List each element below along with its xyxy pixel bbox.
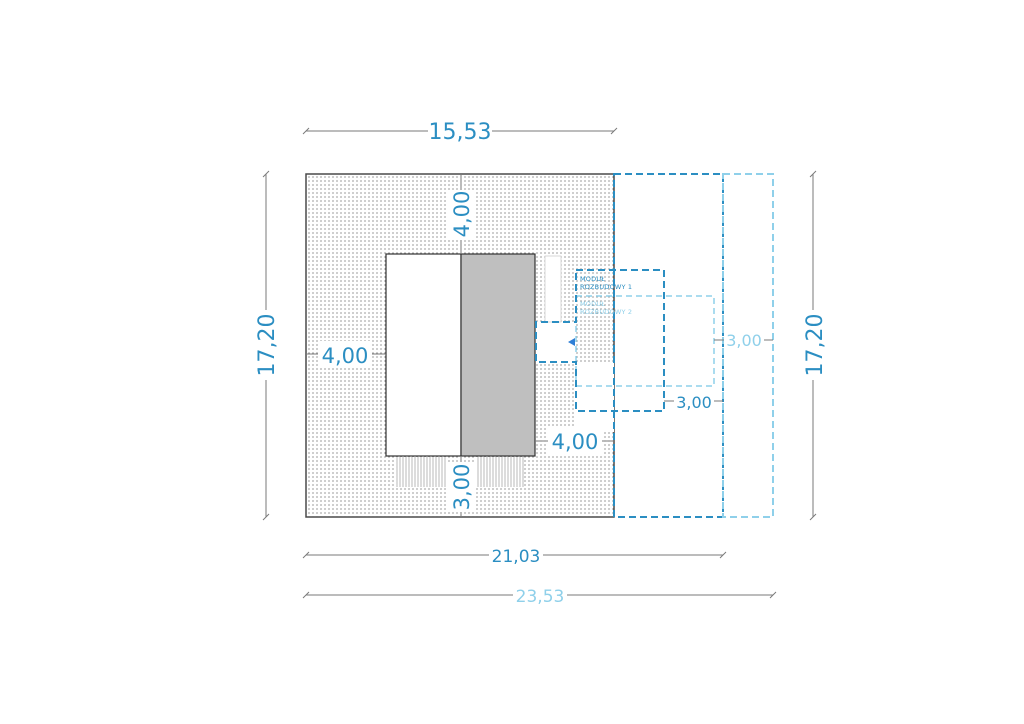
module-2-label-line1: MODUŁ <box>580 300 605 308</box>
cutout-lower <box>576 362 614 432</box>
cutout-upper <box>544 255 562 323</box>
house-white-part <box>385 253 462 457</box>
dim-rear-setback: 3,00 <box>450 464 474 511</box>
module-2-label-line2: ROZBUDOWY 2 <box>580 308 632 316</box>
house-gray-part <box>460 253 536 457</box>
dim-ext-side: 3,00 <box>726 331 762 350</box>
module-1-label-line1: MODUŁ <box>580 275 605 283</box>
terrace-left-hatch <box>395 457 447 487</box>
entry-marker-icon <box>568 338 575 346</box>
module-1-label-line2: ROZBUDOWY 1 <box>580 283 632 291</box>
terrace-right-hatch <box>476 457 524 487</box>
dim-left-setback: 4,00 <box>322 344 369 368</box>
dim-right-height: 17,20 <box>803 314 828 377</box>
top-dim-tick-right <box>610 127 618 135</box>
dim-front-setback: 4,00 <box>450 191 474 238</box>
dim-top-width: 15,53 <box>429 120 492 145</box>
extension-zone-light <box>722 173 774 518</box>
dim-ext-depth: 3,00 <box>676 393 712 412</box>
module-1-outline <box>535 269 665 412</box>
dim-left-height: 17,20 <box>255 314 280 377</box>
extension-zone-dark <box>613 173 724 518</box>
module-2-outline <box>575 295 715 387</box>
top-dim-tick-left <box>302 127 310 135</box>
dim-right-setback: 4,00 <box>552 430 599 454</box>
dim-bottom-width-2: 23,53 <box>516 587 565 607</box>
connector-cutout <box>536 324 576 362</box>
dim-bottom-width-1: 21,03 <box>492 547 541 567</box>
